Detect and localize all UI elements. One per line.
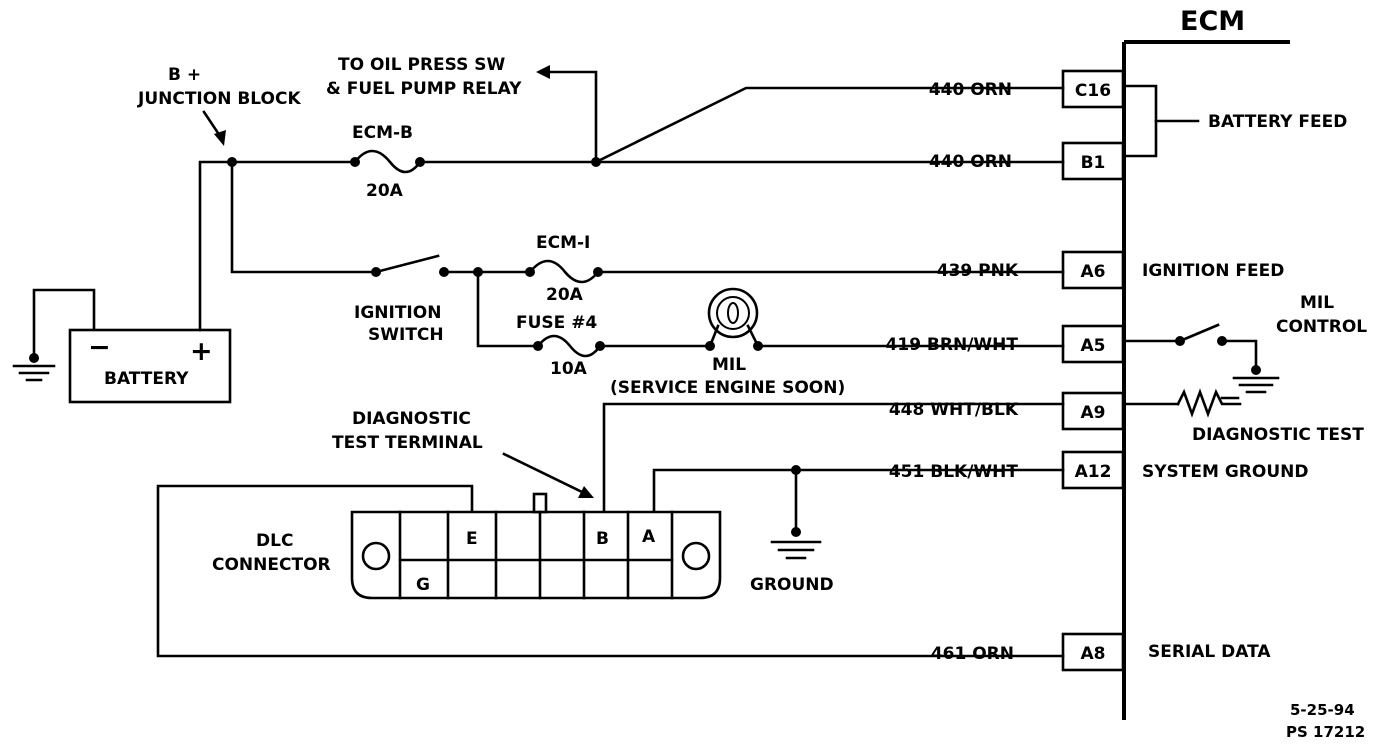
pin-a5-label: A5 xyxy=(1081,336,1106,356)
dlc-pin-a: A xyxy=(642,527,656,547)
ignition-switch-label-2: SWITCH xyxy=(368,325,444,345)
pin-a6: A6 xyxy=(1061,250,1125,290)
diagnostic-test-resistor xyxy=(1122,388,1242,418)
serial-data-wire xyxy=(156,484,1065,658)
diagnostic-test-label: DIAGNOSTIC TEST xyxy=(1192,425,1364,445)
mil-control-label-2: CONTROL xyxy=(1276,317,1367,337)
battery-feed-bracket xyxy=(1122,84,1200,158)
pin-a8-label: A8 xyxy=(1081,644,1106,664)
pin-a12-label: A12 xyxy=(1075,462,1112,482)
battery-feed-label: BATTERY FEED xyxy=(1208,112,1347,132)
pin-c16: C16 xyxy=(1061,69,1125,109)
ecm-bus xyxy=(1122,40,1290,720)
ignition-feed-wire xyxy=(230,160,1065,284)
system-ground-label: SYSTEM GROUND xyxy=(1142,462,1308,482)
junction-label-2: JUNCTION BLOCK xyxy=(137,89,301,109)
diag-terminal-label-1: DIAGNOSTIC xyxy=(352,409,471,429)
pin-b1-label: B1 xyxy=(1081,153,1106,173)
mil-lamp-icon xyxy=(707,287,760,348)
mil-label-2: (SERVICE ENGINE SOON) xyxy=(610,378,845,398)
diag-terminal-wire xyxy=(602,402,1065,514)
ground-label: GROUND xyxy=(750,575,834,595)
wire-label-a8: 461 ORN xyxy=(931,644,1014,664)
ecm-title: ECM xyxy=(1180,6,1245,37)
battery: − + BATTERY xyxy=(68,328,232,404)
ecm-b-fuse-name: ECM-B xyxy=(352,123,413,143)
serial-data-label: SERIAL DATA xyxy=(1148,642,1271,662)
oil-press-label-2: & FUEL PUMP RELAY xyxy=(326,79,522,99)
junction-label-1: B + xyxy=(168,65,201,85)
wire-label-a12: 451 BLK/WHT xyxy=(889,462,1019,482)
battery-ground-symbol xyxy=(12,288,96,382)
ecm-i-fuse-name: ECM-I xyxy=(536,233,590,253)
battery-positive-wire xyxy=(198,160,234,332)
fuse4-name: FUSE #4 xyxy=(516,313,597,333)
dlc-pin-e: E xyxy=(466,529,478,549)
ecm-b-fuse-rating: 20A xyxy=(366,181,404,201)
oil-press-label-1: TO OIL PRESS SW xyxy=(338,55,506,75)
mil-control-label-1: MIL xyxy=(1300,293,1334,313)
footer-date: 5-25-94 xyxy=(1290,701,1355,719)
pin-a9: A9 xyxy=(1061,391,1125,431)
b1-feed-wire xyxy=(230,149,1065,174)
pin-a9-label: A9 xyxy=(1081,403,1106,423)
pin-a8: A8 xyxy=(1061,632,1125,672)
ignition-switch-label-1: IGNITION xyxy=(354,303,441,323)
pin-a5: A5 xyxy=(1061,324,1125,364)
diag-terminal-label-2: TEST TERMINAL xyxy=(332,433,483,453)
junction-arrow xyxy=(202,110,226,146)
system-ground-wire xyxy=(652,465,1065,560)
mil-label-1: MIL xyxy=(712,355,746,375)
fuse4-rating: 10A xyxy=(550,359,588,379)
pin-c16-label: C16 xyxy=(1075,81,1111,101)
diag-terminal-arrow xyxy=(502,452,594,498)
dlc-pin-g: G xyxy=(416,575,430,595)
oil-press-branch xyxy=(536,65,598,164)
pin-a6-label: A6 xyxy=(1081,262,1106,282)
dlc-label-2: CONNECTOR xyxy=(212,555,331,575)
pin-a12: A12 xyxy=(1061,450,1125,490)
footer-ref: PS 17212 xyxy=(1286,723,1365,741)
battery-negative-symbol: − xyxy=(88,332,111,363)
ignition-feed-label: IGNITION FEED xyxy=(1142,261,1284,281)
ecm-i-fuse-rating: 20A xyxy=(546,285,584,305)
battery-label: BATTERY xyxy=(104,369,189,389)
mil-feed-wire xyxy=(476,270,1065,358)
dlc-label-1: DLC xyxy=(256,531,293,551)
battery-positive-symbol: + xyxy=(190,336,213,367)
dlc-connector: E B A G xyxy=(350,492,722,600)
dlc-pin-b: B xyxy=(596,529,609,549)
pin-b1: B1 xyxy=(1061,141,1125,181)
wire-label-c16: 440 ORN xyxy=(929,80,1012,100)
mil-control-switch xyxy=(1122,323,1280,394)
